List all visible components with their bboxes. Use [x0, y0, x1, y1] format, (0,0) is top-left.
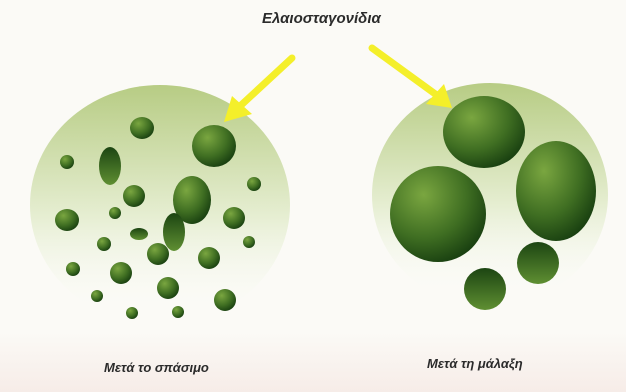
droplet-large — [390, 166, 486, 262]
droplet — [198, 247, 220, 269]
droplet — [163, 213, 185, 251]
droplet — [247, 177, 261, 191]
droplet — [99, 147, 121, 185]
droplet — [126, 307, 138, 319]
droplet — [172, 306, 184, 318]
droplet — [55, 209, 79, 231]
droplet — [60, 155, 74, 169]
droplet — [66, 262, 80, 276]
droplet — [243, 236, 255, 248]
droplet — [192, 125, 236, 167]
droplet — [109, 207, 121, 219]
droplet-medium — [517, 242, 559, 284]
right-disc-group — [372, 83, 608, 310]
arrow-right — [372, 48, 452, 108]
left-disc-group — [30, 85, 290, 325]
droplet — [157, 277, 179, 299]
droplet — [91, 290, 103, 302]
droplet-large — [443, 96, 525, 168]
droplet-medium — [464, 268, 506, 310]
droplet — [97, 237, 111, 251]
droplet — [123, 185, 145, 207]
droplet — [223, 207, 245, 229]
droplet — [147, 243, 169, 265]
droplet-large — [516, 141, 596, 241]
arrow-left — [224, 58, 292, 122]
droplet — [130, 117, 154, 139]
droplets-label: Ελαιοσταγονίδια — [262, 10, 381, 27]
caption-after-crushing: Μετά το σπάσιμο — [104, 360, 209, 375]
droplet — [110, 262, 132, 284]
caption-after-malaxation: Μετά τη μάλαξη — [427, 356, 523, 371]
droplet — [214, 289, 236, 311]
droplet — [130, 228, 148, 240]
